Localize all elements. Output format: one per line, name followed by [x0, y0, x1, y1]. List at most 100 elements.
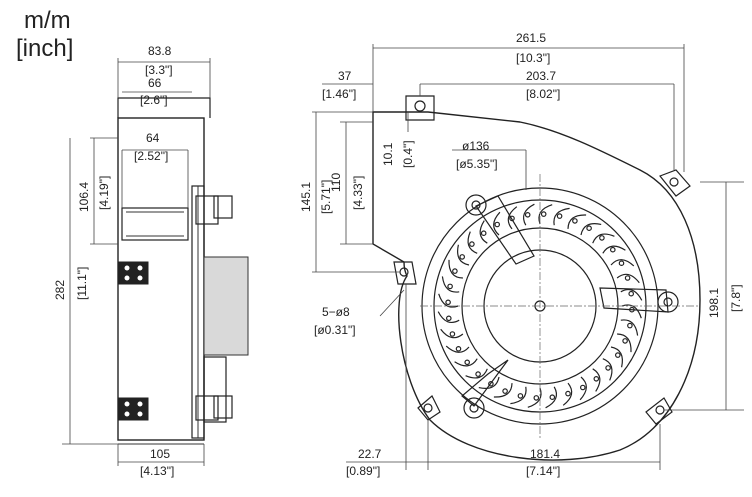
impeller-blade: [457, 244, 470, 266]
impeller-blade-tip: [609, 246, 616, 253]
impeller-blade-tip: [494, 221, 501, 228]
impeller-blade-tip: [445, 315, 452, 322]
impeller-blade-tip: [533, 395, 540, 401]
impeller-blade-tip: [464, 359, 471, 366]
impeller-blade: [478, 376, 500, 389]
dim-holes-mm: 5−ø8: [322, 305, 350, 319]
impeller-blade-tip: [502, 388, 508, 394]
impeller-blade: [602, 245, 626, 254]
impeller-blade-tip: [459, 254, 466, 260]
impeller-blade-tip: [622, 338, 628, 344]
impeller-blade-tip: [586, 225, 592, 232]
impeller-blade: [553, 207, 570, 226]
dim-side-total-h-mm: 282: [53, 280, 67, 300]
dim-front-145-mm: 145.1: [299, 182, 313, 212]
impeller-blade-tip: [618, 260, 625, 267]
impeller-blade: [437, 311, 460, 323]
side-view: 83.8 [3.3"] 66 [2.6"] 64 [2.52"] 106.4 […: [53, 44, 249, 478]
impeller-blade-tip: [556, 213, 563, 219]
impeller-blade: [479, 220, 488, 244]
impeller-blade-tip: [628, 290, 635, 297]
dim-side-depth-mm: 105: [150, 447, 170, 461]
impeller-blade: [445, 345, 470, 353]
impeller-blade: [592, 368, 601, 392]
dim-front-110-in: [4.33"]: [351, 176, 365, 210]
impeller-blade: [527, 387, 542, 408]
impeller-blade-tip: [524, 212, 531, 218]
impeller-blade: [438, 293, 459, 308]
impeller-blade: [617, 333, 632, 353]
impeller-blade: [610, 346, 623, 368]
impeller-blade: [620, 289, 643, 301]
dim-front-right-h-in: [7.8"]: [729, 284, 743, 312]
dim-front-hole-span-in: [8.02"]: [526, 87, 560, 101]
impeller-blade: [493, 211, 501, 236]
dim-front-total-w-mm: 261.5: [516, 31, 546, 45]
dim-holes-in: [ø0.31"]: [314, 323, 356, 337]
impeller-blade: [567, 214, 587, 229]
impeller-blade-tip: [469, 241, 475, 247]
impeller-blade-tip: [605, 365, 611, 371]
impeller-blade-tip: [572, 218, 578, 224]
impeller-blade: [510, 386, 527, 405]
impeller-blade: [538, 204, 553, 225]
impeller-blade-tip: [614, 352, 621, 358]
impeller-blade-tip: [579, 384, 586, 391]
impeller-blade-tip: [549, 394, 556, 401]
dim-front-bottom-left-in: [0.89"]: [346, 464, 380, 478]
impeller-blade-tip: [488, 380, 494, 387]
dim-front-hole-span-mm: 203.7: [526, 69, 556, 83]
dim-side-inner-w-in: [2.52"]: [134, 149, 168, 163]
impeller-blade-tip: [445, 299, 451, 306]
front-view: 261.5 [10.3"] 203.7 [8.02"] 37 [1.46"] 1…: [299, 31, 744, 478]
impeller-blade: [602, 358, 613, 381]
impeller-blade: [610, 259, 635, 267]
impeller-blade-tip: [455, 345, 462, 352]
impeller-blade: [523, 203, 535, 226]
dim-front-145-in: [5.71"]: [319, 180, 333, 214]
dim-front-bottom-span-mm: 181.4: [530, 447, 560, 461]
impeller-blade: [620, 319, 639, 336]
dim-front-outlet-offset-in: [1.46"]: [322, 87, 356, 101]
impeller-blade-tip: [480, 230, 487, 237]
impeller-blade-tip: [475, 371, 481, 377]
impeller-blade: [580, 223, 602, 236]
impeller-blade: [448, 259, 463, 279]
impeller-blade-tip: [540, 211, 547, 217]
impeller-blade-tip: [624, 275, 631, 281]
dim-side-outlet-h-in: [4.19"]: [97, 176, 111, 210]
impeller-blade-tip: [452, 268, 458, 274]
dim-front-outlet-offset-mm: 37: [338, 69, 352, 83]
impeller-blade-tip: [509, 215, 515, 222]
impeller-blade: [441, 276, 460, 293]
dim-front-110-mm: 110: [329, 173, 343, 192]
impeller-blade-tip: [447, 283, 453, 290]
impeller-blade: [440, 328, 464, 339]
impeller-blade: [467, 231, 478, 254]
dim-side-overall-w-in: [3.3"]: [145, 63, 173, 77]
impeller-blade-tip: [593, 375, 600, 382]
dim-side-depth-in: [4.13"]: [140, 464, 174, 478]
impeller-blade: [507, 206, 518, 230]
impeller-blade-tip: [565, 390, 571, 397]
dim-front-right-h-mm: 198.1: [707, 288, 721, 318]
dim-front-tab-h-mm: 10.1: [381, 142, 395, 166]
dim-front-total-w-in: [10.3"]: [516, 51, 550, 65]
dim-front-bottom-span-in: [7.14"]: [526, 464, 560, 478]
impeller-blade-tip: [449, 331, 456, 337]
impeller-blade-tip: [599, 235, 605, 241]
dim-impeller-dia-mm: ø136: [462, 139, 490, 153]
impeller-blade: [493, 383, 513, 398]
units-label-inch: [inch]: [16, 35, 73, 62]
units-label-mm: m/m: [24, 7, 71, 34]
impeller-blade: [454, 358, 478, 367]
dim-side-mid-w-mm: 66: [148, 76, 162, 90]
impeller-blade: [621, 304, 642, 319]
dim-side-overall-w-mm: 83.8: [148, 44, 172, 58]
impeller-blade: [579, 376, 587, 401]
impeller-blade-tip: [517, 393, 524, 399]
impeller-blade: [562, 382, 573, 406]
dim-front-bottom-left-mm: 22.7: [358, 447, 382, 461]
dim-side-mid-w-in: [2.6"]: [140, 93, 168, 107]
